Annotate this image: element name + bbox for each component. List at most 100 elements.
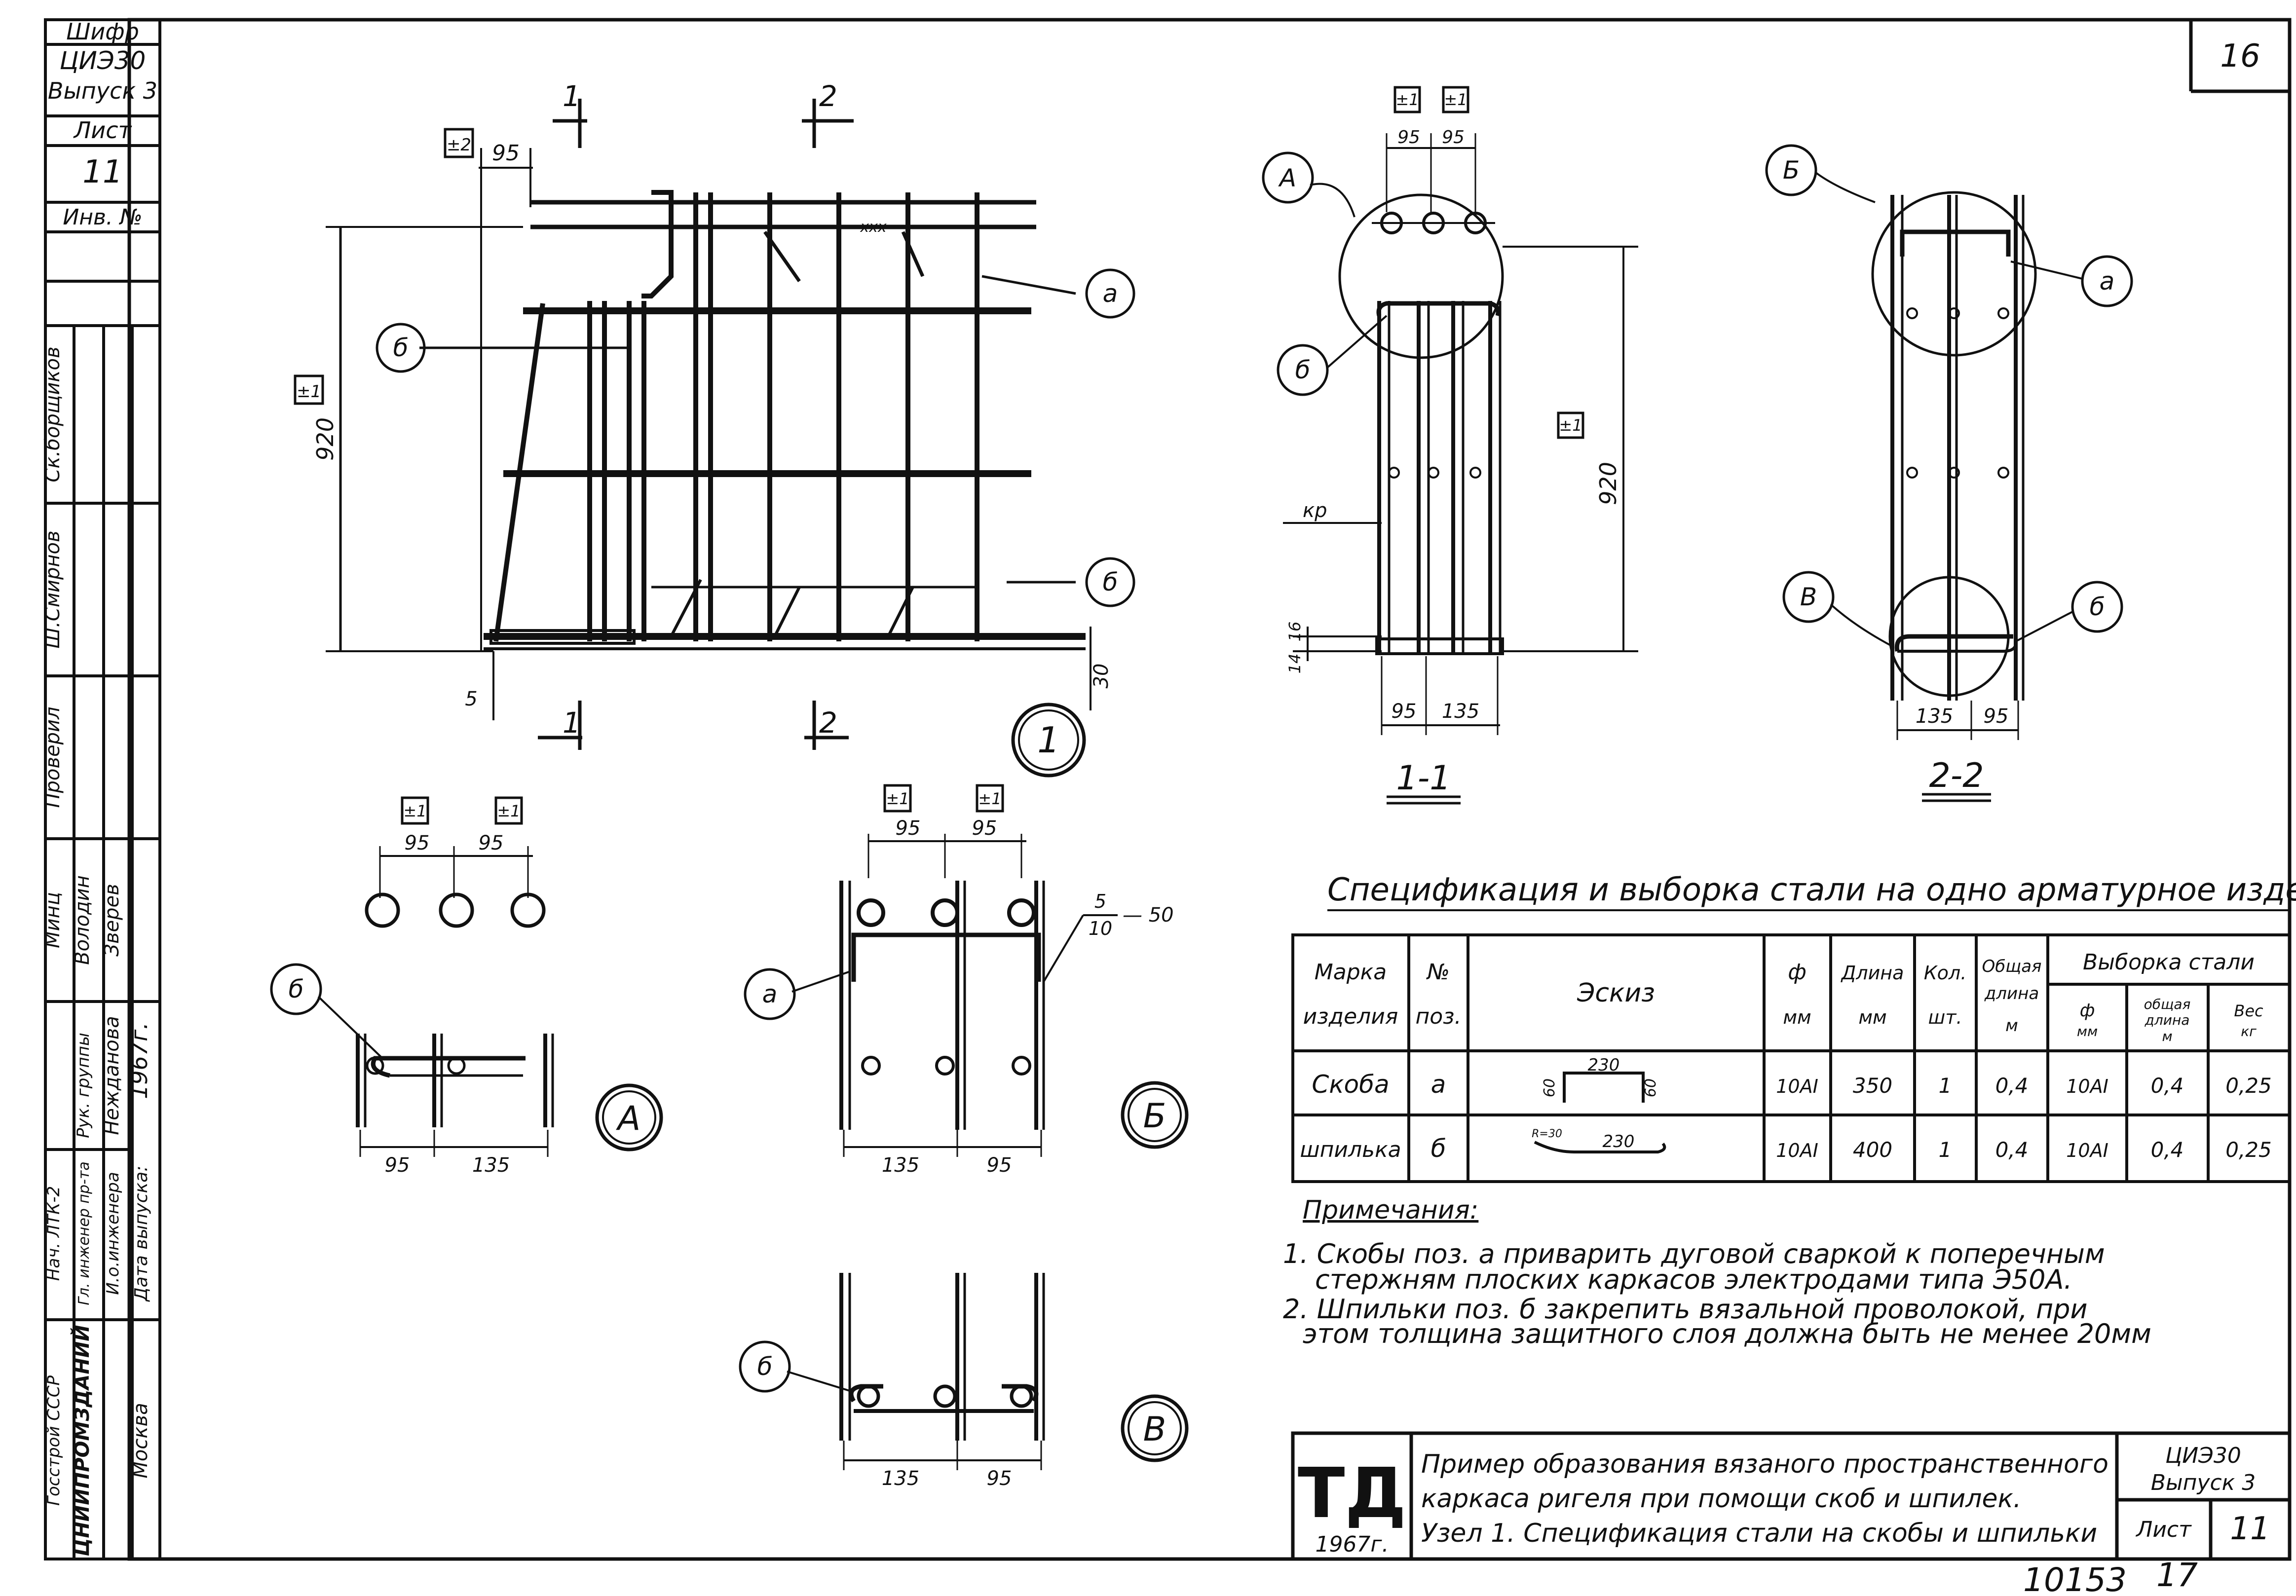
row2-dia: 10АI — [1776, 1140, 1818, 1161]
main-dim-920: 920 — [312, 417, 339, 461]
row2-sketch-left: R=30 — [1532, 1128, 1562, 1140]
archive-number: 10153 — [2023, 1561, 2127, 1596]
s11-callout-b: б — [1295, 356, 1311, 384]
s11-title: 1-1 — [1396, 759, 1451, 798]
section-1-1-labels: ±1 ±1 ±1 95 95 920 кр 16 14 95 135 А б 1… — [1278, 90, 1621, 798]
s22-callout-B: Б — [1783, 156, 1800, 185]
row2-mark: шпилька — [1300, 1137, 1401, 1162]
s11-tag-right: ±1 — [1444, 90, 1467, 109]
main-section-2-bottom: 2 — [819, 706, 837, 740]
dV-callout-b: б — [757, 1352, 773, 1381]
dB-label: Б — [1143, 1097, 1167, 1136]
s22-title: 2-2 — [1929, 756, 1984, 795]
section-2-2-drawing — [1765, 144, 2133, 802]
spec-h-mark-1: Марка — [1315, 960, 1387, 985]
dV-dim-bottom-135: 135 — [882, 1467, 919, 1490]
stamp-cipher-value: ЦИЭ30 — [60, 46, 146, 75]
spec-h-total-3: м — [2005, 1016, 2018, 1036]
dV-dim-bottom-95: 95 — [987, 1467, 1012, 1490]
archive-suffix: 17 — [2156, 1556, 2198, 1594]
stamp-cipher-label: Шифр — [66, 18, 139, 45]
s11-dim-95a: 95 — [1397, 127, 1420, 148]
main-section-2-top: 2 — [819, 79, 837, 113]
row1-qty: 1 — [1939, 1074, 1952, 1098]
spec-table-header: Марка изделия № поз. Эскиз ф мм Длина мм… — [1303, 950, 2263, 1044]
approval-col-3: Проверил — [41, 706, 64, 808]
title-block-text: ТД 1967г. Пример образования вязаного пр… — [1298, 1443, 2270, 1557]
spec-h-sel-len-3: м — [2162, 1028, 2172, 1044]
title-issue: Выпуск 3 — [2151, 1470, 2256, 1495]
row2-len: 400 — [1853, 1138, 1892, 1162]
main-tag-2: ±2 — [447, 135, 471, 155]
row2-sel-w: 0,25 — [2225, 1138, 2272, 1162]
detail-V-drawing — [739, 1273, 1189, 1470]
s11-dim-95b: 95 — [1442, 127, 1465, 148]
stamp-sheet-value: 11 — [82, 154, 122, 190]
spec-h-sel: Выборка стали — [2083, 950, 2255, 975]
row2-qty: 1 — [1939, 1138, 1952, 1162]
title-sheet-label: Лист — [2135, 1517, 2192, 1542]
approval-role-5: Дата выпуска: — [131, 1166, 151, 1302]
s11-callout-A: А — [1278, 164, 1296, 192]
spec-h-len-1: Длина — [1841, 962, 1904, 984]
main-section-1-top: 1 — [563, 79, 581, 113]
row2-sel-len: 0,4 — [2151, 1138, 2184, 1162]
title-line-3: Узел 1. Спецификация стали на скобы и шп… — [1421, 1519, 2097, 1548]
dA-tag-2: ±1 — [497, 802, 520, 820]
approval-org-top: Госстрой СССР — [44, 1375, 64, 1506]
approval-name-1: Володин — [71, 875, 94, 965]
main-dim-5: 5 — [465, 688, 477, 710]
s22-callout-b: б — [2090, 593, 2105, 621]
spec-h-mark-2: изделия — [1303, 1004, 1398, 1029]
dA-dim-95a: 95 — [405, 832, 430, 854]
main-callout-a: а — [1103, 279, 1118, 308]
stamp-issue: Выпуск 3 — [48, 77, 157, 104]
dB-dim-bottom-135: 135 — [882, 1154, 919, 1177]
s22-dim-135: 135 — [1916, 705, 1953, 728]
s11-dim-920: 920 — [1595, 462, 1621, 505]
row2-total: 0,4 — [1995, 1138, 2029, 1162]
title-code: ЦИЭ30 — [2165, 1443, 2241, 1468]
approval-role-4: И.о.инженера — [103, 1172, 123, 1295]
s22-dim-95: 95 — [1984, 705, 2009, 728]
dV-label: В — [1143, 1410, 1167, 1449]
dA-dim-bottom-95: 95 — [385, 1154, 410, 1177]
main-section-1-bottom: 1 — [563, 706, 581, 740]
dA-label: А — [616, 1099, 641, 1138]
spec-h-total-2: длина — [1984, 984, 2039, 1003]
s22-callout-V: В — [1800, 583, 1817, 611]
main-callout-b2: б — [1103, 568, 1118, 596]
spec-h-sel-w-1: Вес — [2234, 1002, 2263, 1020]
approval-col-4: Минц — [41, 892, 64, 948]
row1-sketch-mid: 230 — [1588, 1055, 1620, 1075]
s11-dim-14: 14 — [1285, 654, 1304, 674]
s11-dim-kp: кр — [1303, 499, 1327, 522]
sheet-frame — [127, 18, 2292, 1561]
main-dim-95: 95 — [492, 141, 520, 166]
spec-h-sel-dia-1: ф — [2080, 1001, 2095, 1021]
note-1b: стержням плоских каркасов электродами ти… — [1315, 1264, 2072, 1295]
title-line-2: каркаса ригеля при помощи скоб и шпилек. — [1421, 1484, 2021, 1514]
section-2-2-labels: Б а В б 135 95 2-2 — [1783, 156, 2114, 795]
main-view-drawing — [294, 99, 1135, 778]
dB-weld-num: 5 — [1094, 891, 1106, 912]
note-1a: 1. Скобы поз. а приварить дуговой сварко… — [1283, 1238, 2105, 1269]
row2-sketch-mid: 230 — [1603, 1132, 1635, 1151]
detail-A-labels: ±1 ±1 95 95 б 95 135 А — [289, 802, 641, 1177]
row1-dia: 10АI — [1776, 1076, 1818, 1097]
dA-dim-95b: 95 — [479, 832, 504, 854]
spec-h-dia-2: мм — [1783, 1006, 1811, 1028]
main-callout-b1: б — [393, 334, 409, 362]
detail-B-labels: ±1 ±1 95 95 5 10 — 50 а 135 95 Б — [762, 789, 1174, 1177]
row1-sketch-left: 60 — [1541, 1078, 1558, 1097]
spec-h-sel-dia-2: мм — [2077, 1023, 2098, 1039]
title-year: 1967г. — [1315, 1532, 1389, 1557]
main-dim-30: 30 — [1090, 664, 1113, 689]
row2-sketch-pin — [1534, 1141, 1666, 1153]
s11-dim-bottom-95: 95 — [1392, 700, 1417, 723]
dA-callout-b: б — [289, 975, 304, 1003]
approval-org: ЦНИИПРОМЗДАНИЙ — [70, 1325, 94, 1557]
s11-dim-16: 16 — [1285, 622, 1304, 642]
main-node-number: 1 — [1037, 719, 1060, 761]
spec-h-sel-w-2: кг — [2241, 1023, 2257, 1039]
